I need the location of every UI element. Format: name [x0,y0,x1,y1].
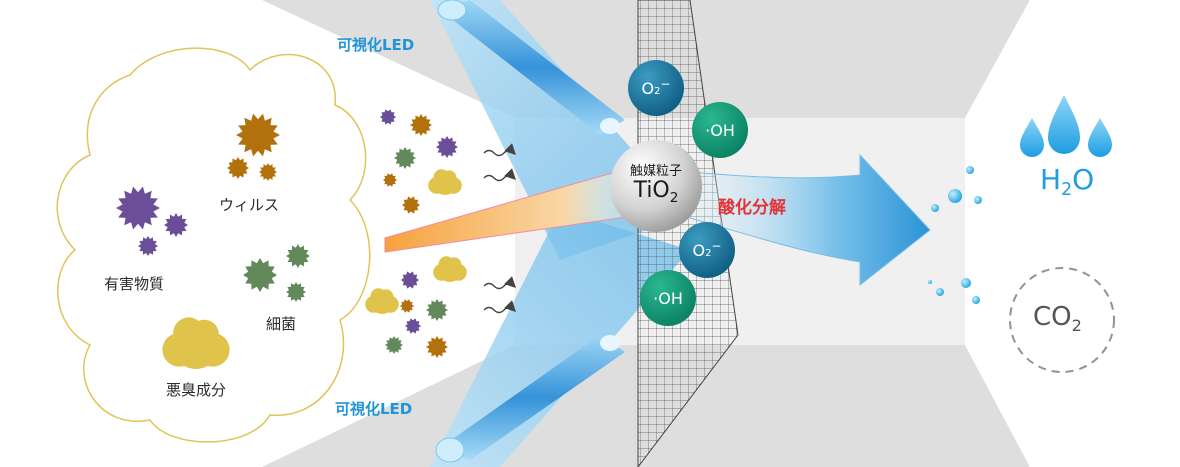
hydroxyl-label-bottom: ·OH [653,288,683,308]
led-label-bottom: 可視化LED [335,400,413,418]
hydroxyl-label-top: ·OH [705,120,735,140]
bacteria-particle [385,336,403,354]
harmful-label: 有害物質 [104,275,165,293]
bacteria-particle [286,244,310,268]
co2-label: CO2 [1033,302,1082,335]
decomposition-arrow [689,153,931,287]
bacteria-particle [426,299,448,321]
duct-right-bottom [965,345,1180,467]
harmful-particle [164,213,188,237]
virus-particle [227,157,249,179]
virus-particle [426,336,448,358]
odor-particle [433,256,467,282]
virus-particle [400,299,414,313]
hydroxyl-bubble-bottom [640,270,696,326]
product-bubbles [928,166,982,304]
catalyst-label: 触媒粒子 TiO2 [610,160,702,206]
harmful-particle [401,271,419,289]
water-label: H2O [1040,163,1095,201]
process-label: 酸化分解 [718,198,786,218]
bacteria-particle [394,147,416,169]
airflow-arrows [483,143,516,314]
catalyst-particle [610,140,702,232]
harmful-particle [405,318,421,334]
odor-particle [162,317,230,369]
led-beam-bottom [430,210,690,467]
odor-label: 悪臭成分 [166,381,227,399]
water-drops [1020,95,1112,157]
virus-label: ウィルス [219,196,280,214]
superoxide-bubble-top [628,60,684,116]
bacteria-particle [243,258,277,292]
virus-particle [402,196,420,214]
harmful-particle [380,109,396,125]
virus-particles [227,113,448,358]
bacteria-particle [286,282,306,302]
odor-particles [162,169,467,369]
co2-dashed-circle [1009,267,1115,373]
virus-particle [259,163,277,181]
odor-particle [365,288,399,314]
catalyst-formula: TiO2 [633,178,679,206]
superoxide-bubble-bottom [679,222,735,278]
pollutant-cloud [56,47,371,443]
led-tube-bottom [435,335,625,463]
virus-particle [383,173,397,187]
harmful-particle [436,136,458,158]
virus-particle [236,113,280,157]
bacteria-particles [243,147,448,354]
led-tube-top [437,0,625,135]
duct-right-top [965,0,1180,118]
odor-particle [428,169,462,195]
bacteria-label: 細菌 [266,315,297,333]
harmful-particles [116,109,458,334]
hydroxyl-bubble-top [692,102,748,158]
harmful-particle [116,186,160,230]
led-label-top: 可視化LED [337,36,415,54]
harmful-particle [138,236,158,256]
catalyst-title: 触媒粒子 [629,164,682,179]
virus-particle [410,114,432,136]
